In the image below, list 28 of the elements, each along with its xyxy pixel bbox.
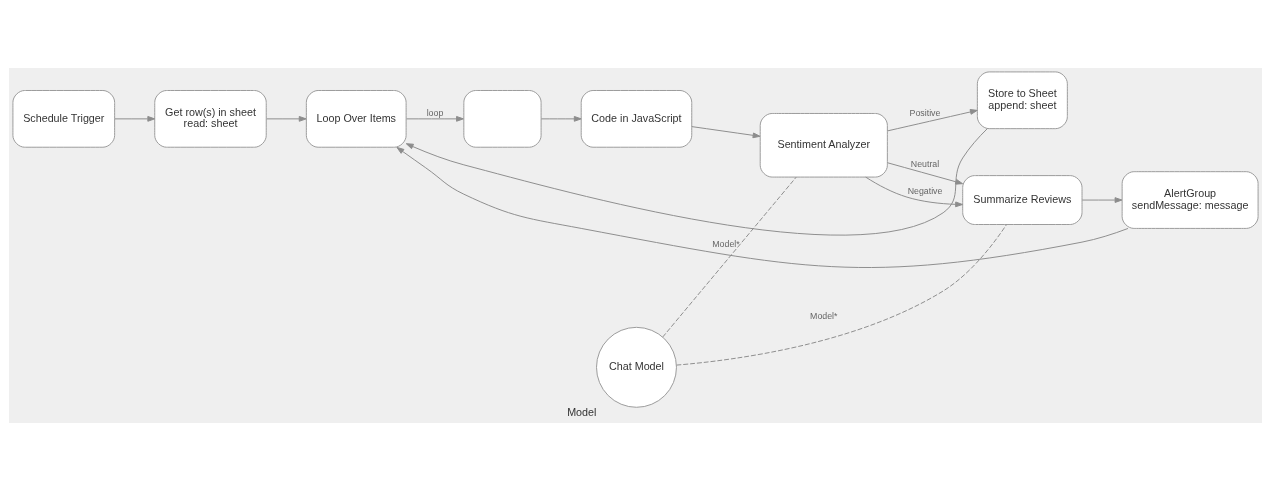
connector: [662, 176, 797, 337]
node-box: Loop Over Items: [305, 89, 407, 148]
edge-label: Negative: [907, 185, 943, 196]
node-box: Sentiment Analyzer: [759, 112, 888, 178]
arrow: [405, 127, 988, 236]
arrow: [1081, 196, 1123, 203]
node-label: Model: [567, 405, 597, 418]
node-circle: Chat Model: [596, 326, 677, 408]
edge-label: Positive: [909, 107, 941, 118]
node-box: Store to Sheet append: sheet: [976, 70, 1068, 129]
edge-label: Model*: [712, 238, 740, 249]
arrow: [887, 108, 978, 131]
node-box: Code in JavaScript: [580, 89, 693, 148]
arrow: [691, 125, 761, 138]
node-box: Schedule Trigger: [12, 89, 116, 148]
arrow: [114, 115, 156, 122]
node-box: Summarize Reviews: [962, 174, 1083, 225]
node-box: [463, 89, 542, 148]
connector: [676, 223, 1007, 366]
edge-label: Model*: [810, 310, 838, 321]
arrow: [406, 115, 464, 122]
node-box: AlertGroup sendMessage: message: [1121, 170, 1259, 229]
node-box: Get row(s) in sheet read: sheet: [154, 89, 267, 148]
arrow: [396, 146, 1129, 268]
edge-label: Neutral: [910, 158, 940, 169]
edge-label: loop: [426, 107, 444, 118]
arrow: [266, 115, 307, 122]
arrow: [540, 115, 582, 122]
